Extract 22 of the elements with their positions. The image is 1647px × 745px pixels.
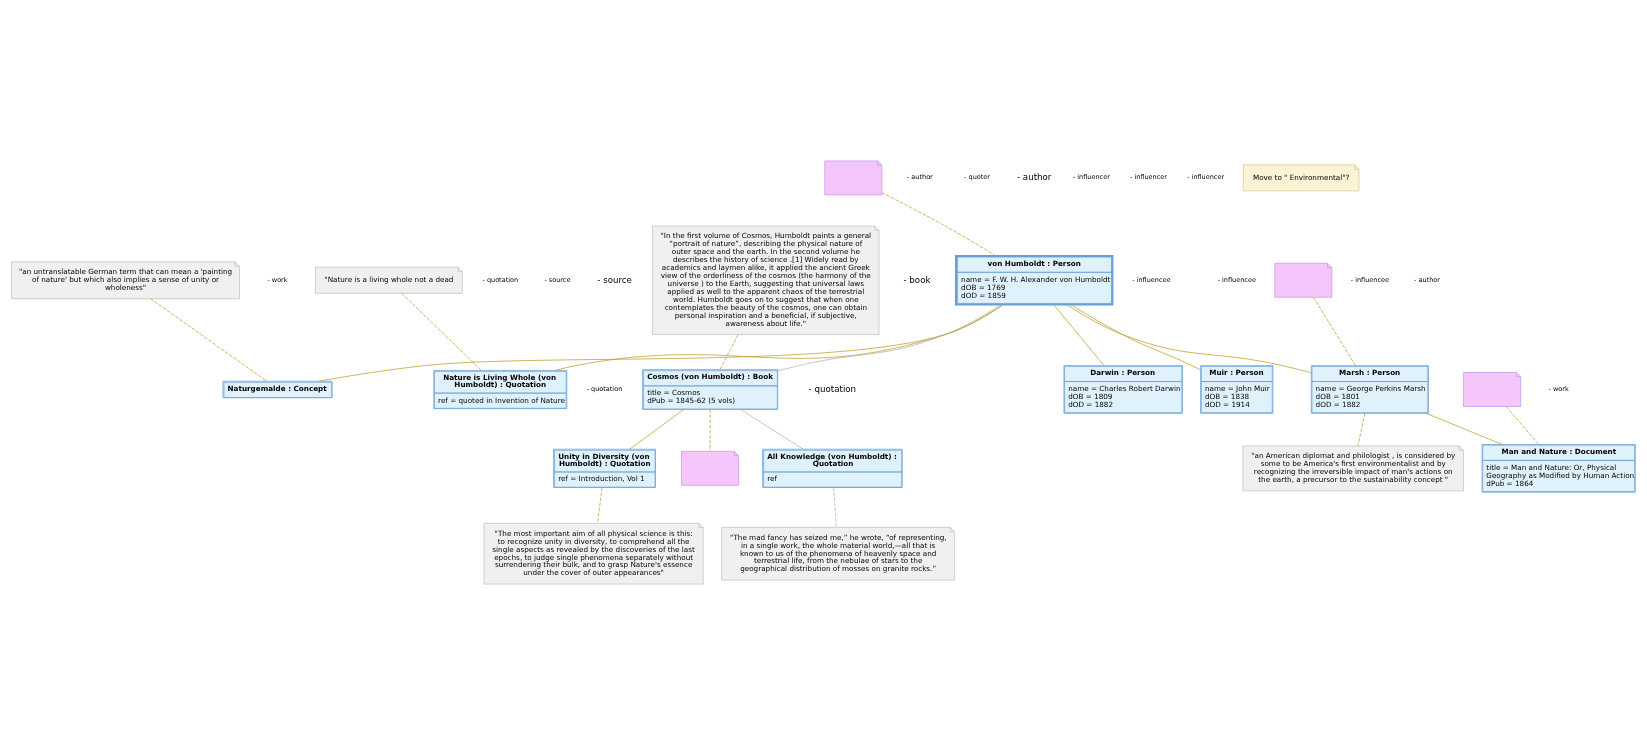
connector bbox=[597, 487, 603, 524]
connector bbox=[881, 192, 995, 256]
label: - quotation bbox=[808, 383, 857, 394]
connector bbox=[1072, 305, 1201, 371]
connector bbox=[719, 334, 739, 370]
connector bbox=[1068, 305, 1312, 374]
connector bbox=[1313, 297, 1356, 366]
connector bbox=[1505, 406, 1539, 445]
connector bbox=[740, 409, 804, 450]
label: - book bbox=[903, 274, 931, 285]
label: - author bbox=[1016, 172, 1052, 183]
connector bbox=[150, 298, 268, 382]
connector bbox=[318, 305, 1003, 382]
connector bbox=[833, 487, 837, 528]
connector bbox=[777, 305, 1000, 372]
connector bbox=[629, 409, 685, 450]
label: - source bbox=[597, 274, 632, 285]
connector bbox=[555, 305, 1002, 371]
connector bbox=[1054, 305, 1105, 366]
connector bbox=[1426, 413, 1503, 445]
connector bbox=[401, 293, 482, 371]
connector bbox=[1357, 413, 1366, 447]
